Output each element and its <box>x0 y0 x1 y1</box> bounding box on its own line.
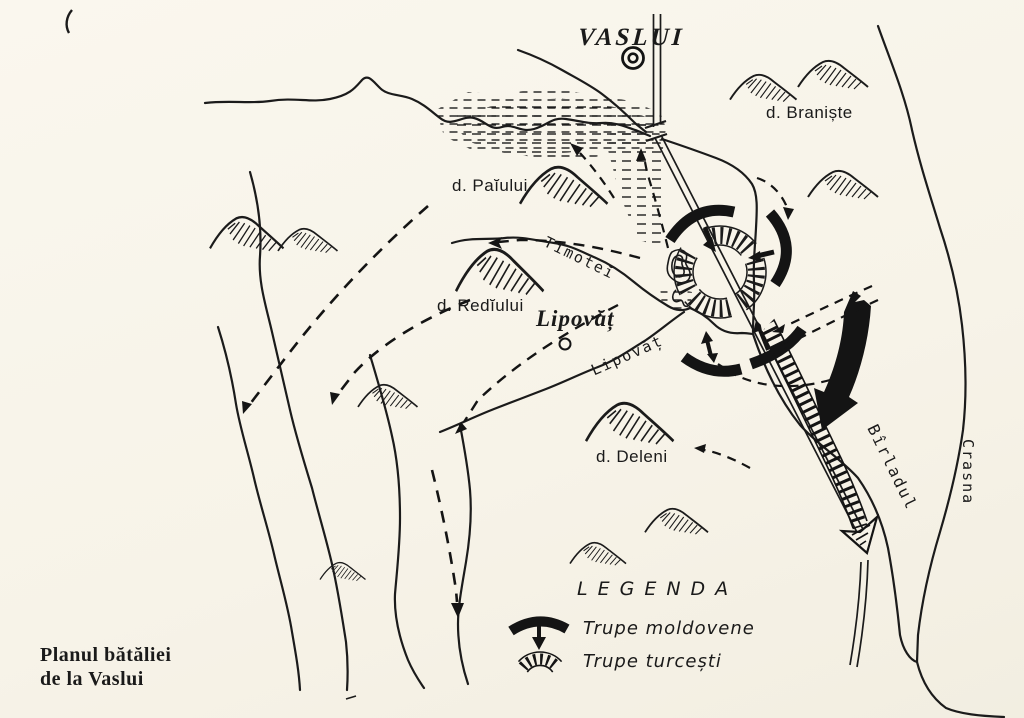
river-vaslui-stream <box>516 48 648 134</box>
hill-icon <box>454 247 546 296</box>
river-crasna-path <box>876 24 967 664</box>
hill-icon <box>569 541 627 567</box>
river-lipovat-path <box>438 310 686 434</box>
river-birladul-path <box>751 332 919 664</box>
stream-b <box>216 325 302 692</box>
marsh-area <box>436 86 692 312</box>
town-symbols <box>558 46 645 351</box>
stream-a <box>248 170 349 692</box>
legend-symbols <box>508 616 570 673</box>
vaslui-town-symbol <box>621 46 645 70</box>
hill-icon <box>797 59 869 90</box>
hill-icon <box>208 215 285 253</box>
movement-arrows <box>242 143 879 618</box>
town-label-lipovat: Lipovăț <box>536 306 615 331</box>
river-crasna-lower <box>915 660 1006 718</box>
lipovat-town-symbol <box>558 337 572 351</box>
town-label-vaslui: VASLUI <box>577 24 686 51</box>
hill-icon <box>807 169 879 200</box>
hill-label-deleni: d. Deleni <box>596 447 668 466</box>
stream-d <box>456 423 472 686</box>
hill-icon <box>644 507 709 535</box>
legend-title: LEGENDA <box>577 578 739 600</box>
hill-label-paiului: d. Paĭului <box>452 176 528 195</box>
river-upper <box>203 76 652 138</box>
caption-line-2: de la Vaslui <box>40 668 144 690</box>
hill-icon <box>518 165 609 209</box>
hill-icon <box>277 227 339 254</box>
turkish-retreat-arrow <box>758 311 880 555</box>
moldavian-symbol-icon <box>508 616 570 650</box>
moldavian-big-arrow <box>814 291 871 430</box>
turkish-symbol-icon <box>517 651 563 673</box>
turkish-camp-ring <box>673 225 767 319</box>
moldavian-arcs <box>665 204 871 430</box>
hill-icon <box>729 73 798 103</box>
hill-icon <box>319 561 367 582</box>
river-timotei-path <box>450 236 692 312</box>
caption-line-1: Planul bătăliei <box>40 644 172 666</box>
vaslui-town-symbol-inner <box>627 52 639 64</box>
map-caption: Planul bătăliei de la Vaslui <box>40 643 171 691</box>
legend-item-moldavian: Trupe moldovene <box>583 618 755 639</box>
river-label-crasna: Crasna <box>959 439 977 506</box>
legend-item-turkish: Trupe turcești <box>583 651 722 672</box>
stream-c <box>368 353 426 690</box>
hill-label-braniste: d. Braniște <box>766 103 853 122</box>
hill-icon <box>584 401 675 446</box>
bridge-icon <box>644 119 668 143</box>
hill-label-rediului: d. Redĭului <box>437 296 524 315</box>
hill-icon <box>357 383 419 410</box>
paper-mark <box>65 9 357 700</box>
river-bridge-east <box>660 137 758 334</box>
rivers <box>203 24 1006 718</box>
